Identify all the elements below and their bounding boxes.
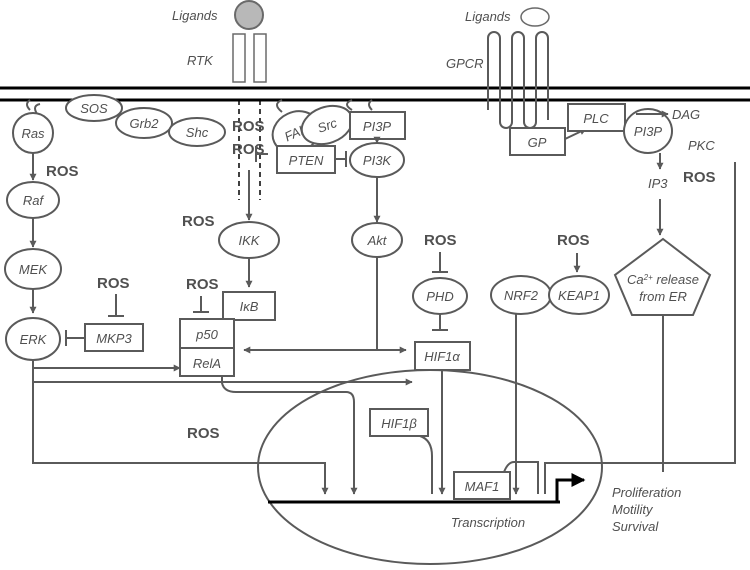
rtk-bar-right [253, 33, 267, 83]
pi3p-membrane-hook [368, 99, 373, 111]
pi3p-right-node [623, 108, 673, 154]
outcome-survival: Survival [612, 519, 659, 534]
ros-mkp3: ROS [97, 275, 130, 292]
maf1-label: MAF1 [465, 479, 500, 494]
mkp3-label: MKP3 [96, 331, 132, 346]
ros-pten: ROS [232, 141, 265, 158]
ikb-label: IκB [240, 299, 259, 314]
shc-node [168, 117, 226, 147]
gp-label: GP [528, 135, 547, 150]
keap1-node [548, 275, 610, 315]
hif1a-node [414, 341, 471, 371]
ca-symbol: Ca [627, 272, 644, 287]
nucleus [257, 369, 603, 565]
ca-release-line1: Ca2+ release [627, 272, 699, 287]
ikk-label: IKK [239, 233, 261, 248]
src-label: Src [315, 115, 339, 136]
ros-rtk: ROS [232, 118, 265, 135]
sos-label: SOS [80, 101, 108, 116]
ros-ras: ROS [46, 163, 79, 180]
arrow-rela-nucleus [221, 376, 358, 495]
hif1b-node [369, 408, 429, 437]
ca-superscript: 2+ [643, 273, 653, 282]
pi3k-label: PI3K [363, 153, 393, 168]
erk-label: ERK [20, 332, 48, 347]
outcome-proliferation: Proliferation [612, 485, 681, 500]
fak-membrane-hook [276, 99, 283, 113]
gpcr-label: GPCR [446, 56, 484, 71]
ca-release-word: release [653, 272, 699, 287]
maf1-node [453, 471, 511, 500]
gp-node [509, 127, 566, 156]
ros-phd: ROS [424, 232, 457, 249]
nrf2-label: NRF2 [504, 288, 539, 303]
ros-pkc: ROS [683, 169, 716, 186]
ros-keap1: ROS [557, 232, 590, 249]
p50-label: p50 [195, 327, 218, 342]
akt-label: Akt [367, 233, 388, 248]
gpcr-ligand-oval [520, 7, 550, 27]
grb2-node [115, 107, 173, 139]
ros-ikk: ROS [182, 213, 215, 230]
ros-p50: ROS [186, 276, 219, 293]
arrow-erk-rela [32, 360, 181, 372]
hif1a-label: HIF1α [424, 349, 460, 364]
ros-nucleus: ROS [187, 425, 220, 442]
line-hif1b-dna [419, 435, 433, 494]
pten-node [276, 145, 336, 174]
shc-label: Shc [186, 125, 209, 140]
pi3p-left-label: PI3P [363, 119, 392, 134]
line-maf1-link [503, 461, 539, 494]
ras-label: Ras [21, 126, 45, 141]
rela-label: RelA [193, 356, 221, 371]
src-membrane-hook [346, 99, 353, 111]
pten-label: PTEN [289, 153, 324, 168]
raf-label: Raf [23, 193, 45, 208]
pkc-label: PKC [688, 138, 715, 153]
plc-label: PLC [583, 111, 609, 126]
ca-release-line2: from ER [639, 289, 687, 304]
rtk-bar-left [232, 33, 246, 83]
mek-label: MEK [19, 262, 49, 277]
phd-label: PHD [426, 289, 453, 304]
dag-label: DAG [672, 107, 700, 122]
line-pkc-nucleus [544, 162, 736, 494]
sos-node [65, 94, 123, 122]
transcription-label: Transcription [451, 515, 525, 530]
rtk-label: RTK [187, 53, 214, 68]
hif1b-label: HIF1β [381, 416, 417, 431]
rtk-ligands-label: Ligands [172, 8, 218, 23]
gpcr-ligands-label: Ligands [465, 9, 511, 24]
plc-node [567, 103, 626, 132]
gpcr-transmembrane-loops [487, 31, 549, 129]
ras-membrane-hook [26, 99, 31, 111]
ip3-label: IP3 [648, 176, 668, 191]
ikb-node [222, 291, 276, 321]
transcription-start-arrow [555, 473, 586, 502]
pi3p-right-label: PI3P [634, 124, 663, 139]
outcome-motility: Motility [612, 502, 654, 517]
rtk-ligand-circle [234, 0, 264, 30]
keap1-label: KEAP1 [558, 288, 600, 303]
arrow-erk-nucleus [32, 382, 329, 495]
grb2-label: Grb2 [130, 116, 160, 131]
